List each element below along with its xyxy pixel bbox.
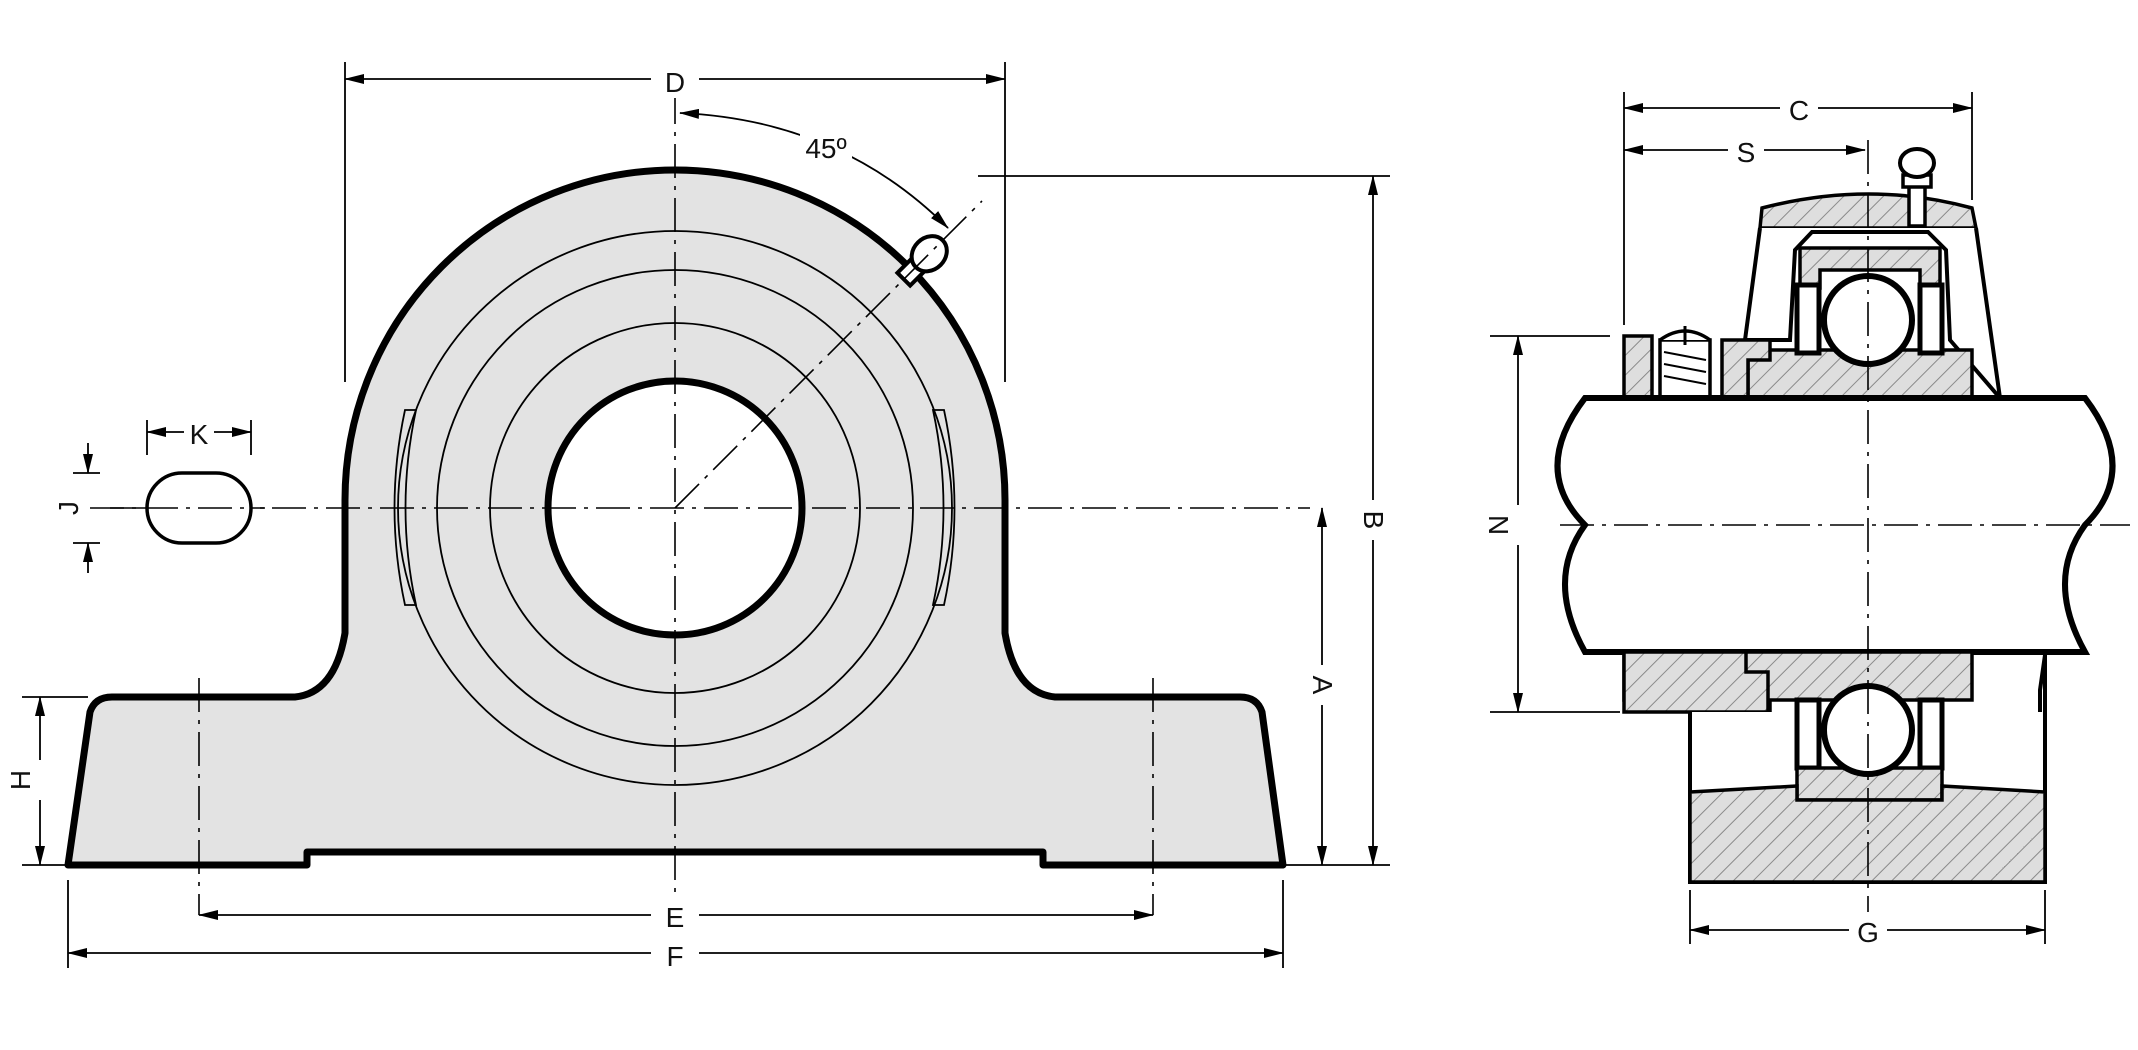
front-view xyxy=(64,90,1310,915)
angle-label: 45º xyxy=(805,133,846,164)
dim-label-A: A xyxy=(1307,676,1338,695)
dim-label-G: G xyxy=(1857,917,1879,948)
dim-label-C: C xyxy=(1789,95,1809,126)
set-screw xyxy=(1658,326,1712,400)
angle-centerline xyxy=(674,200,983,509)
side-grease-fitting xyxy=(1898,147,1936,228)
lower-outer-ring-right xyxy=(1917,697,1945,771)
dim-label-D: D xyxy=(665,67,685,98)
lower-outer-ring-left xyxy=(1794,697,1822,771)
lower-collar xyxy=(1622,650,1770,714)
dim-label-B: B xyxy=(1358,511,1389,530)
side-dimensions: C S N G xyxy=(1483,90,2046,948)
front-dimensions: D 45º B A E F H J xyxy=(5,62,1392,972)
dim-label-F: F xyxy=(666,941,683,972)
locking-collar-top xyxy=(1622,334,1654,400)
dim-label-S: S xyxy=(1737,137,1756,168)
dim-label-J: J xyxy=(53,501,84,515)
dim-label-K: K xyxy=(190,419,209,450)
side-view xyxy=(1554,140,2130,920)
outer-ring-right-wall xyxy=(1917,282,1945,356)
right-slot xyxy=(931,409,956,606)
dim-label-N: N xyxy=(1483,515,1514,535)
dim-label-H: H xyxy=(5,770,36,790)
dim-label-E: E xyxy=(666,902,685,933)
left-slot xyxy=(393,409,418,606)
outer-ring-left-wall xyxy=(1794,282,1822,356)
